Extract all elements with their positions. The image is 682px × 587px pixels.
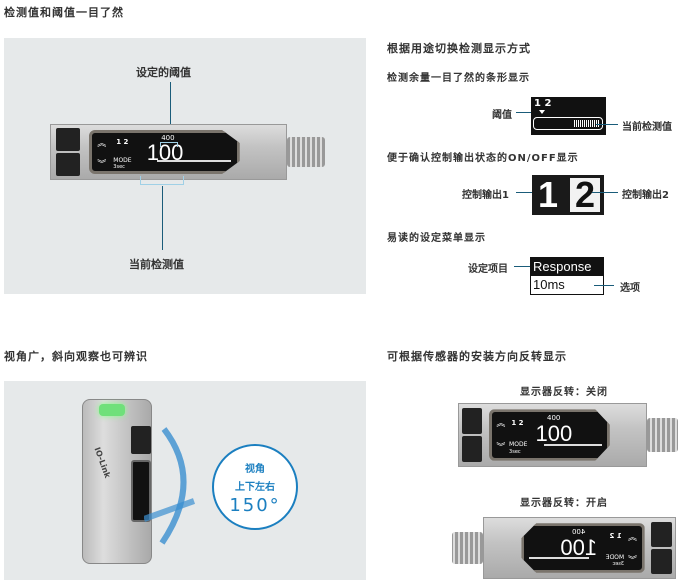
oled-screen: ︽ ︾ 1 2 400 100 MODE 3sec bbox=[521, 523, 644, 573]
display-stripe bbox=[156, 159, 231, 162]
down-button[interactable] bbox=[55, 153, 81, 176]
up-button[interactable] bbox=[651, 521, 672, 547]
menu-display-heading: 易读的设定菜单显示 bbox=[387, 233, 486, 244]
bar-display-screen: 1 2 bbox=[531, 97, 606, 135]
leader-line bbox=[514, 266, 534, 267]
threshold-leader-line bbox=[170, 82, 171, 149]
indicator-light bbox=[99, 404, 125, 416]
output-indicators: 1 2 bbox=[534, 98, 552, 109]
bar-threshold-label: 阈值 bbox=[492, 110, 512, 121]
threshold-value: 400 bbox=[161, 134, 175, 143]
connector bbox=[286, 137, 325, 167]
output-status: 1 2 bbox=[511, 418, 524, 427]
sensor-buttons bbox=[131, 426, 151, 454]
mode-hold-time: 3sec bbox=[113, 163, 125, 170]
level-bar bbox=[533, 117, 603, 130]
display-stripe bbox=[543, 444, 603, 447]
sensor-device-flip-on: ︽ ︾ 1 2 400 100 MODE 3sec bbox=[452, 517, 676, 579]
viewing-angle-panel: IO-Link 视角 上下左右 150° bbox=[4, 381, 366, 580]
leader-line bbox=[516, 192, 542, 193]
io-link-logo: IO-Link bbox=[92, 446, 112, 480]
menu-item-text: Response bbox=[531, 258, 603, 276]
output1-indicator: 1 bbox=[538, 174, 559, 215]
display-stripe bbox=[529, 557, 589, 559]
badge-title: 视角 bbox=[245, 464, 265, 475]
threshold-bracket bbox=[160, 142, 178, 147]
threshold-value: 400 bbox=[546, 414, 561, 423]
leader-line bbox=[592, 192, 618, 193]
output2-indicator: 2 bbox=[570, 177, 600, 213]
setting-item-label: 设定项目 bbox=[468, 264, 508, 275]
output2-label: 控制输出2 bbox=[622, 190, 669, 201]
output-status: 1 2 bbox=[116, 138, 129, 147]
connector bbox=[452, 531, 484, 565]
sensor-body-angled: IO-Link bbox=[82, 399, 152, 564]
section-title-viewing-angle: 视角广，斜向观察也可辨识 bbox=[4, 350, 148, 363]
menu-display-screen: Response 10ms bbox=[530, 257, 604, 295]
bar-current-label: 当前检测值 bbox=[622, 122, 672, 133]
down-button[interactable] bbox=[651, 549, 672, 575]
option-label: 选项 bbox=[620, 283, 640, 294]
sensor-device-main: ︽ ︾ 1 2 400 100 MODE 3sec bbox=[50, 124, 325, 180]
current-value: 100 bbox=[146, 139, 184, 165]
chevron-down-icon: ︾ bbox=[97, 159, 107, 170]
mode-label: MODE bbox=[605, 554, 625, 562]
chevron-down-icon: ︾ bbox=[627, 556, 637, 567]
mode-label: MODE bbox=[509, 441, 528, 449]
up-button[interactable] bbox=[462, 408, 483, 434]
oled-screen: ︽ ︾ 1 2 400 100 MODE 3sec bbox=[488, 409, 610, 461]
menu-option-text: 10ms bbox=[533, 277, 565, 292]
viewing-angle-badge: 视角 上下左右 150° bbox=[212, 444, 298, 530]
current-value: 100 bbox=[535, 421, 573, 447]
leader-line bbox=[594, 285, 614, 286]
up-button[interactable] bbox=[55, 128, 81, 151]
mode-hold-time: 3sec bbox=[612, 561, 625, 568]
flip-off-label: 显示器反转：关闭 bbox=[520, 387, 608, 398]
onoff-display-heading: 便于确认控制输出状态的ON/OFF显示 bbox=[387, 153, 579, 164]
chevron-up-icon: ︽ bbox=[97, 138, 107, 149]
badge-directions: 上下左右 bbox=[235, 482, 275, 493]
sensor-device-flip-off: ︽ ︾ 1 2 400 100 MODE 3sec bbox=[458, 403, 678, 467]
current-bracket bbox=[140, 176, 184, 185]
flip-on-label: 显示器反转：开启 bbox=[520, 498, 608, 509]
leader-line bbox=[516, 112, 540, 113]
down-button[interactable] bbox=[462, 436, 483, 462]
output1-label: 控制输出1 bbox=[462, 190, 509, 201]
section-title-display-modes: 根据用途切换检测显示方式 bbox=[387, 42, 531, 55]
badge-angle-value: 150° bbox=[229, 495, 281, 516]
section-title-threshold: 检测值和阈值一目了然 bbox=[4, 6, 124, 19]
current-value: 100 bbox=[560, 534, 598, 560]
connector bbox=[647, 418, 678, 452]
sensor-screen-angled bbox=[131, 460, 151, 522]
mode-label: MODE bbox=[113, 157, 132, 165]
onoff-display-screen: 1 2 bbox=[532, 175, 604, 215]
oled-screen: ︽ ︾ 1 2 400 100 MODE 3sec bbox=[88, 129, 240, 175]
chevron-up-icon: ︽ bbox=[496, 419, 506, 429]
chevron-up-icon: ︽ bbox=[627, 532, 637, 543]
rotation-arrows-icon bbox=[144, 427, 196, 545]
output-status: 1 2 bbox=[609, 532, 622, 541]
mode-hold-time: 3sec bbox=[509, 448, 521, 455]
threshold-image-panel: 设定的阈值 当前检测值 ︽ ︾ 1 2 400 100 MODE 3sec bbox=[4, 38, 366, 294]
threshold-label: 设定的阈值 bbox=[136, 66, 191, 79]
section-title-display-flip: 可根据传感器的安装方向反转显示 bbox=[387, 350, 567, 363]
level-bar-fill bbox=[574, 120, 600, 127]
current-value-label: 当前检测值 bbox=[129, 258, 184, 271]
leader-line bbox=[596, 124, 618, 125]
threshold-marker-icon bbox=[539, 110, 545, 114]
current-leader-line bbox=[162, 186, 163, 250]
bar-display-heading: 检测余量一目了然的条形显示 bbox=[387, 73, 530, 84]
chevron-down-icon: ︾ bbox=[496, 443, 506, 454]
